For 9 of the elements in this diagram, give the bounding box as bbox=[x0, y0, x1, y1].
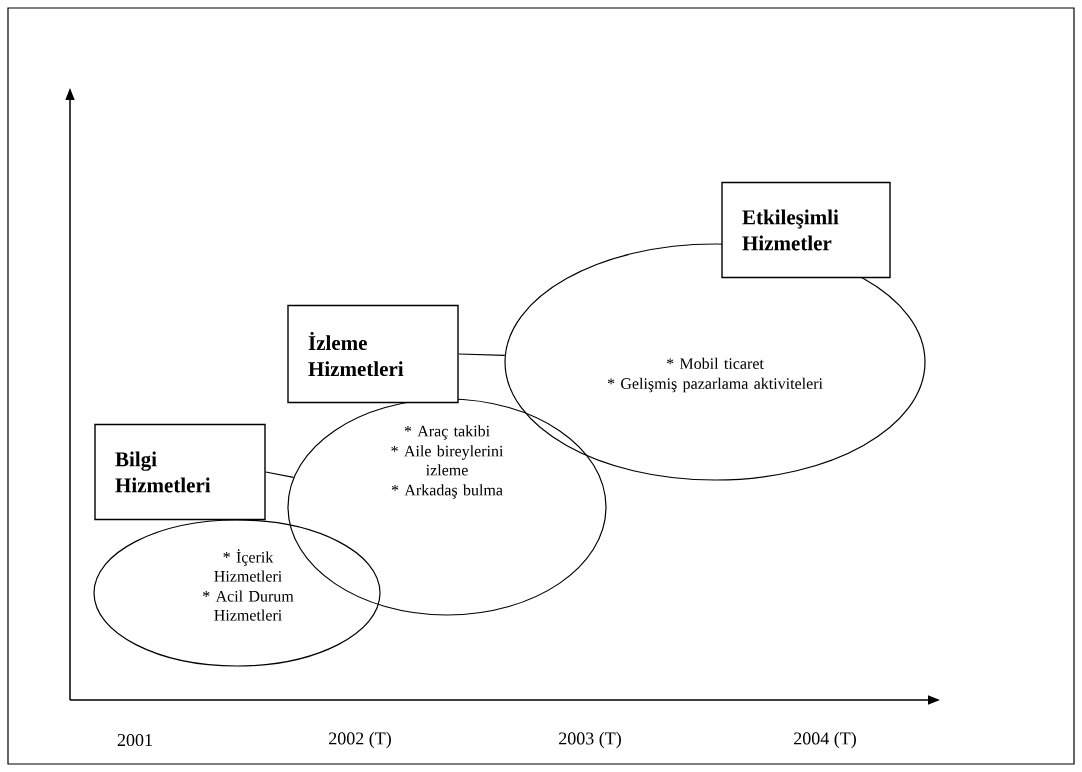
title-box: Bilgi Hizmetleri bbox=[94, 423, 266, 521]
year-label: 2001 bbox=[117, 733, 152, 747]
year-label: 2002 (T) bbox=[329, 731, 391, 749]
title-box: İzleme Hizmetleri bbox=[287, 304, 459, 404]
connector-line bbox=[458, 353, 506, 357]
connector-line bbox=[265, 471, 295, 478]
year-label: 2003 (T) bbox=[559, 731, 621, 749]
title-box: Etkileşimli Hizmetler bbox=[721, 181, 891, 279]
year-label: 2004 (T) bbox=[794, 731, 856, 749]
